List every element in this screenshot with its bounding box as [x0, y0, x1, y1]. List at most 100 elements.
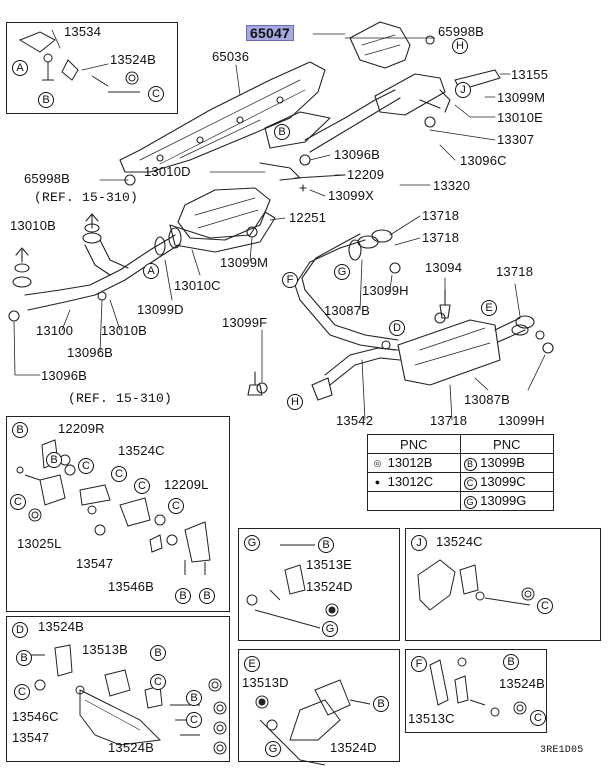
part-label[interactable]: 13320	[433, 178, 471, 193]
part-label[interactable]: 12209	[347, 167, 385, 182]
callout-C: C	[111, 466, 127, 482]
part-label[interactable]: 13010C	[174, 278, 221, 293]
part-label[interactable]: 12209R	[58, 421, 105, 436]
callout-B: B	[186, 690, 202, 706]
callout-C: C	[150, 674, 166, 690]
detail-box-B	[6, 416, 230, 612]
part-label[interactable]: 13094	[425, 260, 463, 275]
detail-box-D	[6, 616, 230, 762]
detail-box-J	[405, 528, 601, 641]
part-label[interactable]: 13099M	[497, 90, 546, 105]
pnc-cell	[367, 491, 461, 511]
part-label[interactable]: 13718	[496, 264, 534, 279]
part-label[interactable]: 13099X	[328, 188, 375, 203]
callout-B: B	[199, 588, 215, 604]
part-label[interactable]: 13524D	[306, 579, 353, 594]
callout-C: C	[10, 494, 26, 510]
part-label[interactable]: 13547	[12, 730, 50, 745]
part-label[interactable]: 12251	[289, 210, 327, 225]
rear-pipe-13542	[299, 289, 399, 351]
callout-D: D	[389, 320, 405, 336]
pnc-cell: ◎ 13012B	[367, 453, 461, 473]
callout-B: B	[503, 654, 519, 670]
part-label[interactable]: 13099D	[137, 302, 184, 317]
reference-note[interactable]: (REF. 15-310)	[34, 190, 139, 205]
part-label[interactable]: 13524C	[436, 534, 483, 549]
part-label[interactable]: 13546C	[12, 709, 59, 724]
detail-letter-F: F	[411, 656, 427, 672]
part-label[interactable]: 13513D	[242, 675, 289, 690]
part-label[interactable]: 13087B	[324, 303, 371, 318]
part-label[interactable]: 13718	[422, 230, 460, 245]
detail-letter-E: E	[244, 656, 260, 672]
part-label[interactable]: 65998B	[24, 171, 71, 186]
part-label[interactable]: 13546B	[108, 579, 155, 594]
callout-C: C	[14, 684, 30, 700]
part-label[interactable]: 13524B	[499, 676, 546, 691]
part-label[interactable]: 65998B	[438, 24, 485, 39]
part-label[interactable]: 13513B	[82, 642, 129, 657]
part-label[interactable]: 13524B	[108, 740, 155, 755]
part-label[interactable]: 13099H	[498, 413, 545, 428]
part-label[interactable]: 13096B	[41, 368, 88, 383]
callout-G: G	[265, 741, 281, 757]
callout-B: B	[16, 650, 32, 666]
part-label[interactable]: 13087B	[464, 392, 511, 407]
main-muffler	[397, 319, 501, 386]
highlighted-part-label[interactable]: 65047	[246, 25, 294, 41]
figure-code: 3RE1D05	[540, 745, 584, 756]
part-label[interactable]: 13099H	[362, 283, 409, 298]
part-label[interactable]: 13547	[76, 556, 114, 571]
callout-B: B	[175, 588, 191, 604]
pnc-cell: C 13099C	[459, 472, 555, 492]
tail-pipe	[494, 317, 526, 343]
part-label[interactable]: 13524D	[330, 740, 377, 755]
circle-g-icon: G	[463, 495, 477, 509]
part-label[interactable]: 13010B	[101, 323, 148, 338]
callout-A: A	[143, 263, 159, 279]
reference-note[interactable]: (REF. 15-310)	[68, 391, 173, 406]
pnc-cell: B 13099B	[459, 453, 555, 473]
part-label[interactable]: 13155	[511, 67, 549, 82]
pre-muffler	[374, 73, 446, 116]
part-label[interactable]: 13099M	[220, 255, 269, 270]
detail-letter-B: B	[12, 422, 28, 438]
front-pipe-13010D	[264, 111, 331, 149]
callout-C: C	[530, 710, 546, 726]
part-label[interactable]: 13025L	[17, 536, 62, 551]
center-pipe	[304, 89, 401, 153]
detail-letter-J: J	[411, 535, 427, 551]
part-label[interactable]: 65036	[212, 49, 250, 64]
part-label[interactable]: 13096B	[334, 147, 381, 162]
part-label[interactable]: 13542	[336, 413, 374, 428]
part-label[interactable]: 13513E	[306, 557, 353, 572]
part-label[interactable]: 13718	[422, 208, 460, 223]
front-y-pipe	[24, 234, 181, 311]
part-label[interactable]: 13010B	[10, 218, 57, 233]
part-label[interactable]: 12209L	[164, 477, 209, 492]
pnc-cell: G 13099G	[459, 491, 555, 511]
callout-H: H	[287, 394, 303, 410]
callout-B: B	[373, 696, 389, 712]
part-label[interactable]: 13307	[497, 132, 535, 147]
part-label[interactable]: 13010E	[497, 110, 544, 125]
callout-C: C	[537, 598, 553, 614]
callout-A: A	[12, 60, 28, 76]
part-label[interactable]: 13524B	[38, 619, 85, 634]
part-label[interactable]: 13513C	[408, 711, 455, 726]
shield-12251	[169, 211, 276, 253]
part-label[interactable]: 13010D	[144, 164, 191, 179]
part-label[interactable]: 13524B	[110, 52, 157, 67]
part-label[interactable]: 13096B	[67, 345, 114, 360]
part-label[interactable]: 13534	[64, 24, 102, 39]
callout-E: E	[481, 300, 497, 316]
part-label[interactable]: 13718	[430, 413, 468, 428]
part-label[interactable]: 13524C	[118, 443, 165, 458]
callout-F: F	[282, 272, 298, 288]
part-label[interactable]: 13096C	[460, 153, 507, 168]
heat-protector-65047	[349, 21, 411, 69]
part-label[interactable]: 13099F	[222, 315, 268, 330]
part-label[interactable]: 13100	[36, 323, 74, 338]
callout-J: J	[455, 82, 471, 98]
detail-box-A	[6, 22, 178, 114]
